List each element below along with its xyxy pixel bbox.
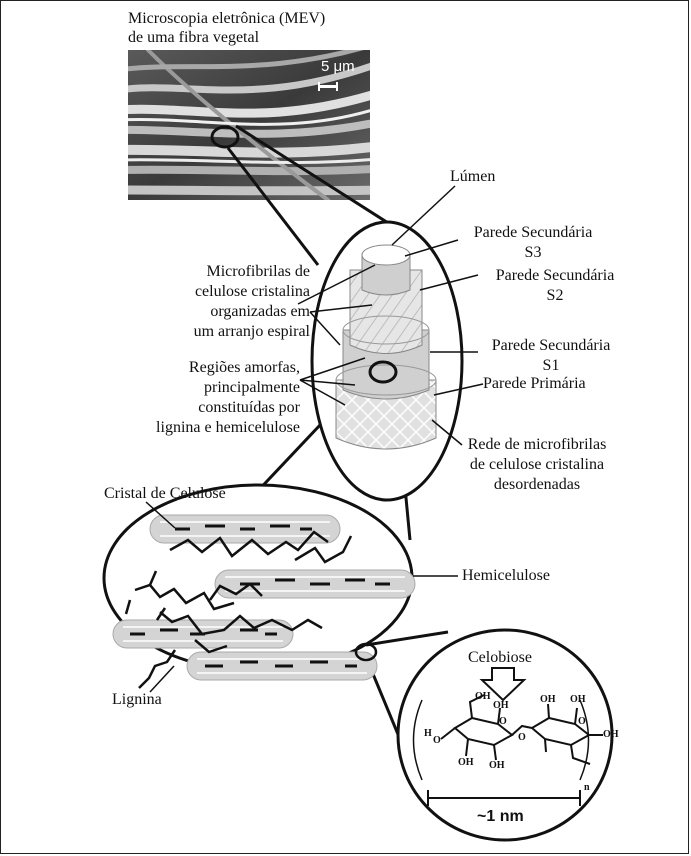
label-microfibrils-line4: um arranjo espiral — [150, 322, 310, 341]
atom-o-3: O — [518, 732, 526, 743]
label-microfibrils-line2: celulose cristalina — [160, 282, 310, 301]
atom-oh-4: OH — [489, 760, 505, 771]
atom-oh-2: OH — [493, 700, 509, 711]
label-amorphous-line1: Regiões amorfas, — [140, 358, 300, 377]
sem-title-line2: de uma fibra vegetal — [128, 28, 259, 47]
atom-o-2: O — [499, 716, 507, 727]
atom-o-1: O — [433, 735, 441, 746]
label-hemicellulose: Hemicelulose — [462, 566, 550, 585]
label-amorphous-line4: lignina e hemicelulose — [120, 418, 300, 437]
label-s1-line1: Parede Secundária — [476, 336, 626, 355]
label-network-line2: de celulose cristalina — [462, 455, 612, 474]
sem-focus-circle — [212, 127, 238, 147]
label-cellulose-crystal: Cristal de Celulose — [104, 484, 226, 503]
label-s2-line2: S2 — [480, 286, 630, 305]
atom-oh-7: OH — [603, 729, 619, 740]
label-network-line3: desordenadas — [462, 475, 612, 494]
atom-oh-1: OH — [475, 691, 491, 702]
label-s1-line2: S1 — [476, 356, 626, 375]
atom-h: H — [424, 728, 432, 739]
atom-oh-5: OH — [540, 694, 556, 705]
label-amorphous-line2: principalmente — [140, 378, 300, 397]
label-s3-line2: S3 — [458, 243, 608, 262]
label-microfibrils-line1: Microfibrilas de — [160, 262, 310, 281]
label-primary-wall: Parede Primária — [483, 374, 586, 393]
label-lumen: Lúmen — [450, 167, 495, 186]
label-lignin: Lignina — [112, 690, 162, 709]
atom-oh-6: OH — [570, 694, 586, 705]
label-s3-line1: Parede Secundária — [458, 223, 608, 242]
atom-o-4: O — [578, 716, 586, 727]
sem-title-line1: Microscopia eletrônica (MEV) — [128, 9, 325, 28]
label-network-line1: Rede de microfibrilas — [462, 435, 612, 454]
atom-oh-3: OH — [458, 757, 474, 768]
label-s2-line1: Parede Secundária — [480, 266, 630, 285]
polymer-n: n — [584, 782, 590, 793]
label-size-1nm: ~1 nm — [477, 808, 524, 826]
label-amorphous-line3: constituídas por — [140, 398, 300, 417]
label-microfibrils-line3: organizadas em — [160, 302, 310, 321]
label-cellobiose: Celobiose — [468, 648, 532, 667]
fiber-cutaway — [336, 245, 436, 449]
